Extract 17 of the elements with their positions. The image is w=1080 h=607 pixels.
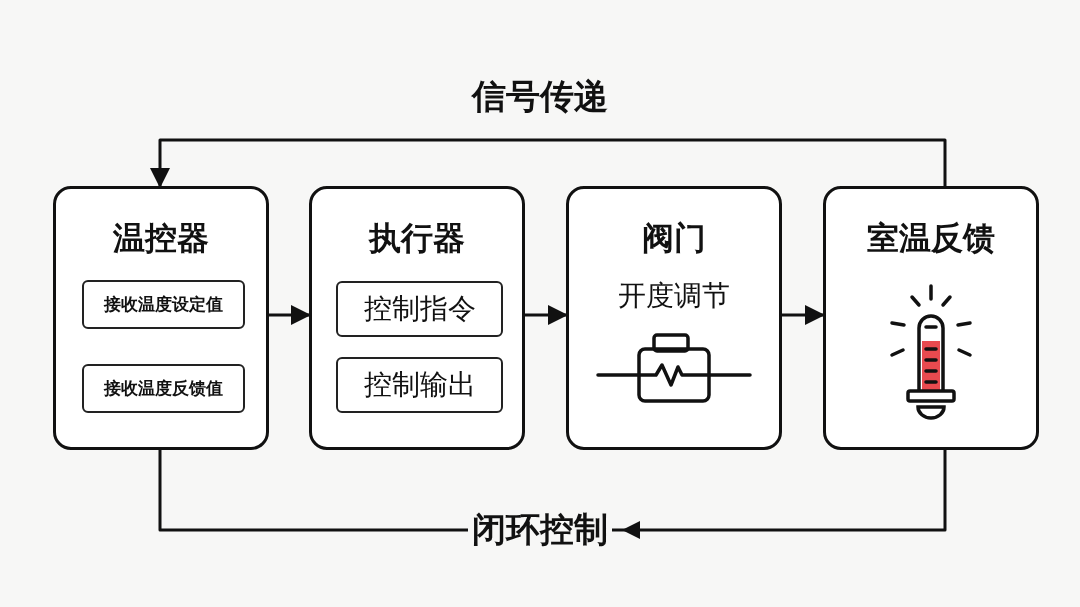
arrow <box>269 305 311 325</box>
box-title: 温控器 <box>112 218 210 259</box>
box-title: 室温反馈 <box>866 218 996 259</box>
arrow <box>525 305 568 325</box>
box-title: 阀门 <box>641 218 707 259</box>
arrow <box>150 138 947 188</box>
box-title: 执行器 <box>367 218 466 259</box>
input-box: 接收温度设定值 <box>82 280 245 329</box>
command-box: 控制指令 <box>336 281 503 337</box>
arrow <box>782 305 825 325</box>
box-subtitle: 开度调节 <box>617 278 731 314</box>
controller-box <box>53 186 269 450</box>
actuator-box <box>309 186 525 450</box>
input-box: 接收温度反馈值 <box>82 364 245 413</box>
feedback-box <box>823 186 1039 450</box>
valve-box <box>566 186 782 450</box>
command-box: 控制输出 <box>336 357 503 413</box>
